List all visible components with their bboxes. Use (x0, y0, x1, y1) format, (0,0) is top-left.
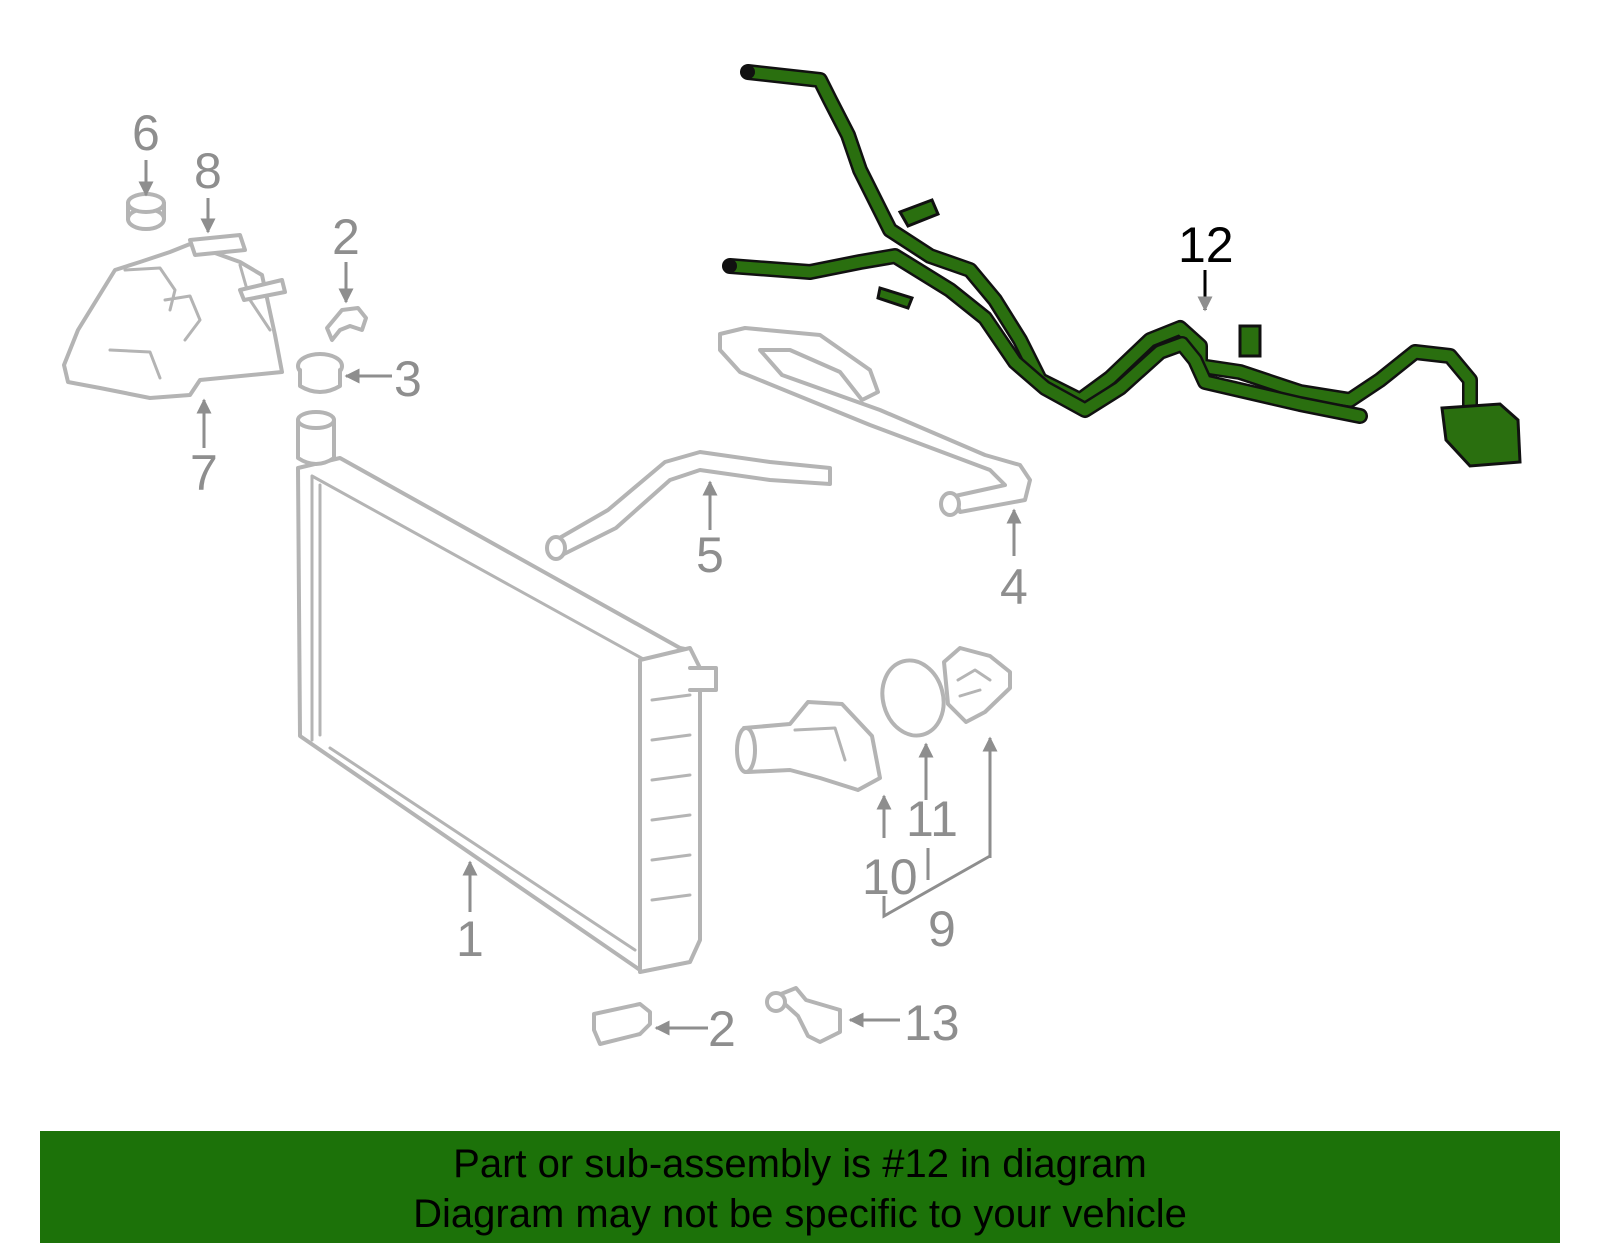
hose-clamp-lower (592, 1002, 652, 1046)
upper-radiator-hose (718, 326, 1032, 517)
callout-8: 8 (194, 143, 222, 199)
callout-3: 3 (394, 351, 422, 407)
callout-2-upper: 2 (332, 209, 360, 265)
callout-1: 1 (456, 911, 484, 967)
radiator (296, 410, 718, 974)
reservoir-cap (126, 192, 166, 231)
lower-radiator-hose (545, 450, 832, 561)
part-info-banner: Part or sub-assembly is #12 in diagram D… (40, 1131, 1560, 1243)
banner-line-1: Part or sub-assembly is #12 in diagram (453, 1142, 1147, 1186)
hose-clamp-upper (325, 306, 368, 342)
callout-7: 7 (190, 445, 218, 501)
callout-2-lower: 2 (708, 1001, 736, 1057)
banner-line-2: Diagram may not be specific to your vehi… (413, 1192, 1187, 1236)
callout-6: 6 (132, 105, 160, 161)
coolant-sensor (765, 986, 842, 1044)
callout-13: 13 (904, 995, 960, 1051)
oil-cooler-lines (722, 64, 1522, 468)
thermostat (942, 646, 1012, 724)
callout-labels: 6 8 2 3 7 5 4 1 2 13 11 10 9 12 (132, 105, 1234, 1057)
leader-lines (138, 160, 1213, 1036)
thermostat-gasket (880, 658, 946, 738)
callout-9: 9 (928, 901, 956, 957)
callout-4: 4 (1000, 559, 1028, 615)
callout-10: 10 (862, 849, 918, 905)
callout-5: 5 (696, 527, 724, 583)
thermostat-housing (735, 700, 882, 792)
radiator-cap (296, 352, 344, 394)
callout-11: 11 (906, 791, 958, 847)
coolant-reservoir (62, 233, 287, 400)
callout-12: 12 (1178, 217, 1234, 273)
